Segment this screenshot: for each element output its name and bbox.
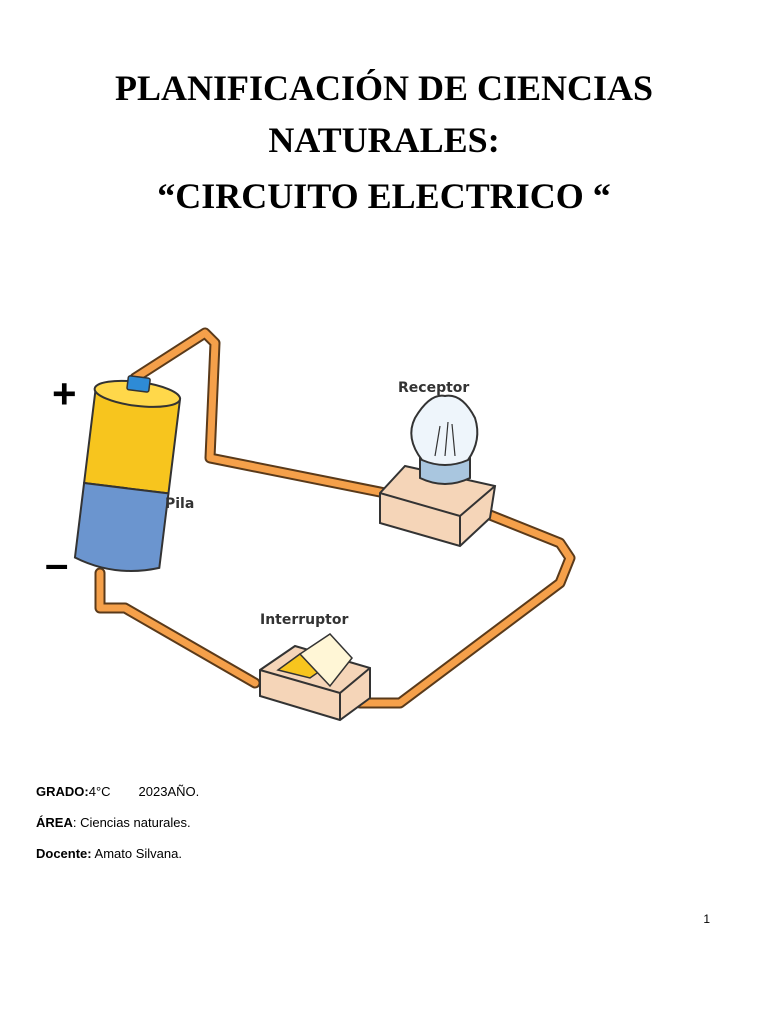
title-subtitle: “CIRCUITO ELECTRICO “ (157, 176, 611, 216)
switch-label: Interruptor (260, 612, 348, 628)
battery-terminal (126, 375, 151, 393)
minus-sign: – (45, 540, 68, 587)
area-label: ÁREA (36, 815, 73, 830)
document-title: PLANIFICACIÓN DE CIENCIAS NATURALES: “CI… (0, 62, 768, 222)
title-line-1: PLANIFICACIÓN DE CIENCIAS (114, 68, 654, 108)
battery (73, 375, 182, 572)
battery-label: Pila (165, 496, 194, 512)
grado-row: GRADO:4°C 2023AÑO. (36, 782, 199, 813)
year-value: 2023AÑO. (138, 784, 200, 799)
docente-row: Docente: Amato Silvana. (36, 844, 199, 875)
title-line-2: NATURALES: (268, 120, 500, 160)
docente-label: Docente: (36, 846, 92, 861)
page-number: 1 (703, 912, 710, 926)
circuit-diagram: + – Pila Receptor Interruptor (45, 327, 576, 722)
receptor-bulb (379, 394, 497, 548)
area-value: : Ciencias naturales. (72, 815, 191, 830)
grado-value: 4°C (88, 784, 111, 799)
area-row: ÁREA: Ciencias naturales. (36, 813, 199, 844)
plus-sign: + (52, 370, 77, 417)
circuit-wire (94, 327, 576, 709)
switch (259, 633, 371, 722)
grado-label: GRADO: (36, 784, 89, 799)
info-block: GRADO:4°C 2023AÑO. ÁREA: Ciencias natural… (36, 782, 199, 875)
docente-value: Amato Silvana. (91, 846, 182, 861)
receptor-label: Receptor (398, 380, 469, 396)
